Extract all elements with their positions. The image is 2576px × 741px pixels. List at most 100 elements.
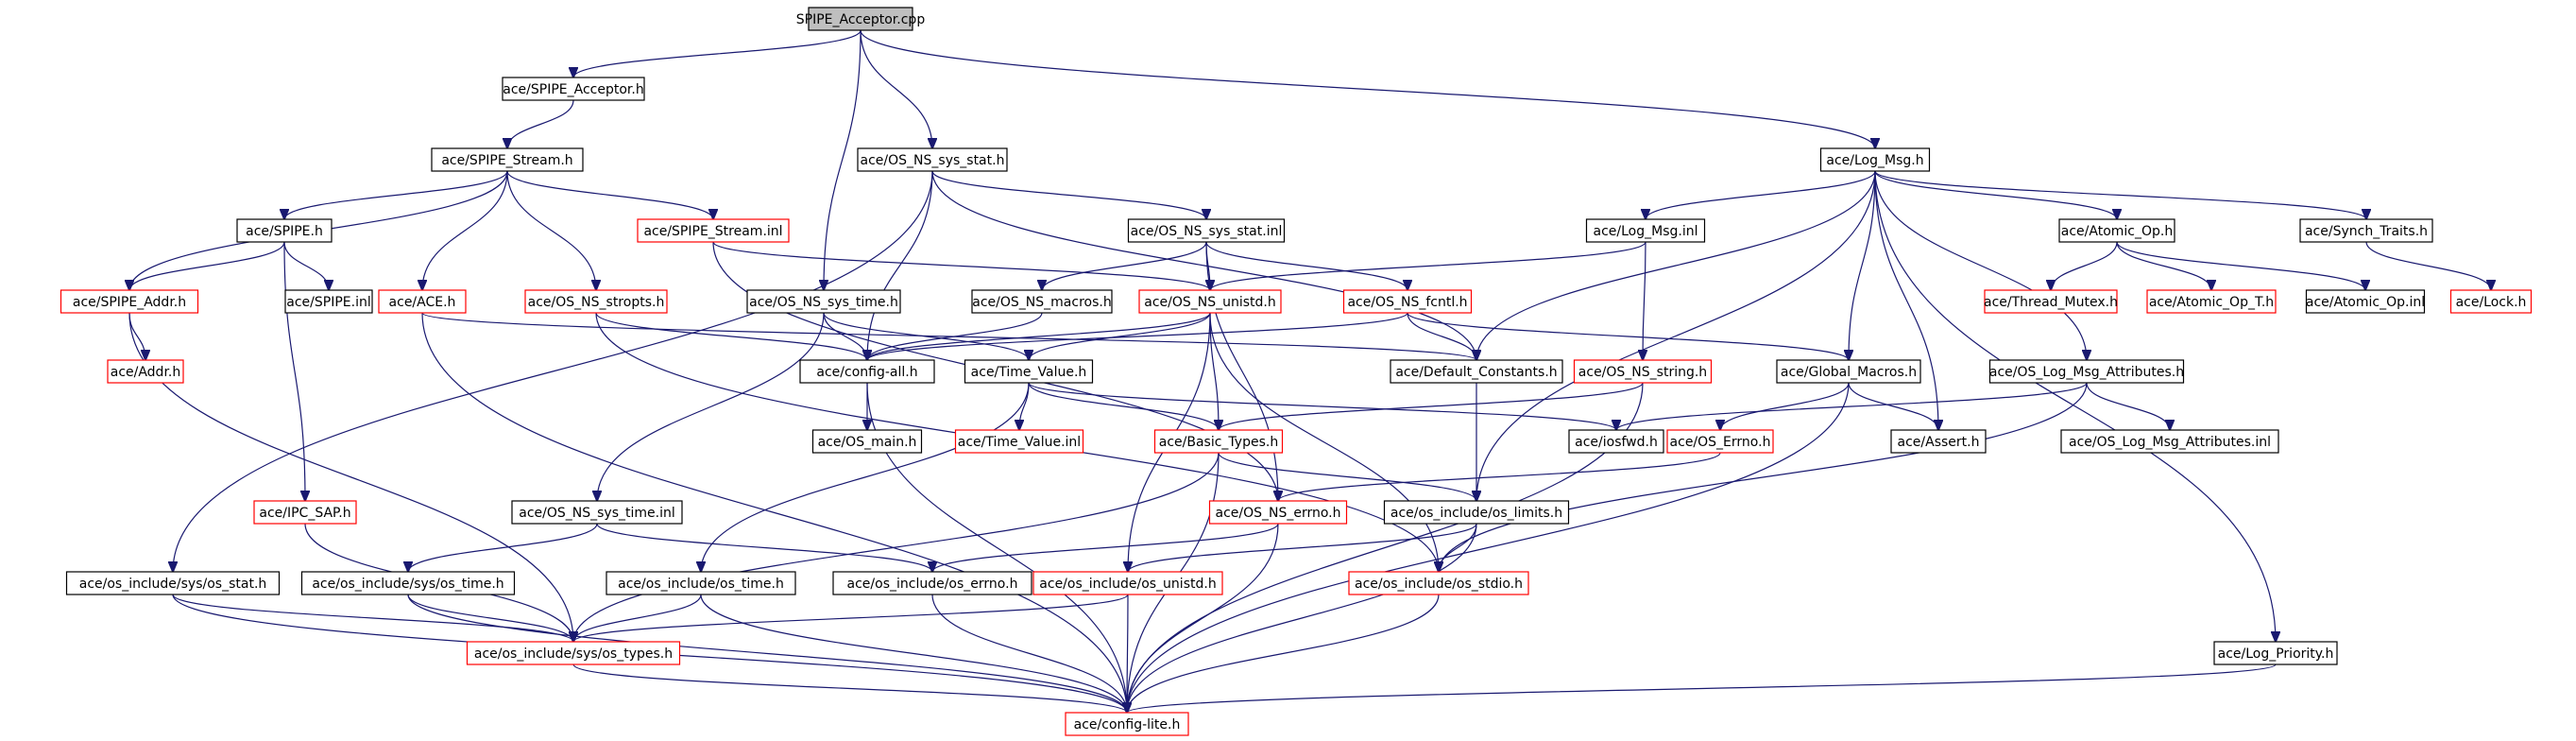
node-synch_traits_h[interactable]: ace/Synch_Traits.h [2299, 218, 2433, 243]
node-os_include_os_unistd_h[interactable]: ace/os_include/os_unistd.h [1032, 571, 1223, 595]
edge-os_log_msg_attributes_h-to-os_log_msg_attributes_inl [2086, 382, 2170, 430]
node-assert_h[interactable]: ace/Assert.h [1890, 429, 1987, 454]
node-global_macros_h[interactable]: ace/Global_Macros.h [1776, 359, 1921, 384]
node-os_main_h[interactable]: ace/OS_main.h [811, 429, 923, 454]
node-box [107, 359, 184, 384]
edge-spipe_stream_h-to-spipe_h [284, 170, 508, 219]
node-os_include_sys_os_types_h[interactable]: ace/os_include/sys/os_types.h [466, 641, 681, 665]
node-atomic_op_inl[interactable]: ace/Atomic_Op.inl [2306, 289, 2425, 314]
node-addr_h[interactable]: ace/Addr.h [107, 359, 184, 384]
node-log_priority_h[interactable]: ace/Log_Priority.h [2213, 641, 2338, 665]
node-root[interactable]: SPIPE_Acceptor.cpp [796, 7, 926, 31]
node-box [1342, 289, 1473, 314]
edge-spipe_acceptor_h-to-spipe_stream_h [507, 99, 574, 148]
node-lock_h[interactable]: ace/Lock.h [2449, 289, 2533, 314]
node-label: ace/Time_Value.inl [958, 435, 1081, 450]
edge-os_include_os_time_h-to-config_lite_h [700, 594, 1127, 713]
node-time_value_inl[interactable]: ace/Time_Value.inl [954, 429, 1084, 454]
node-label: ace/OS_NS_errno.h [1215, 506, 1340, 521]
node-os_errno_h[interactable]: ace/OS_Errno.h [1666, 429, 1774, 454]
node-spipe_h[interactable]: ace/SPIPE.h [236, 218, 333, 243]
node-os_include_os_errno_h[interactable]: ace/os_include/os_errno.h [832, 571, 1032, 595]
node-box [2299, 218, 2433, 243]
node-box [1573, 359, 1713, 384]
node-spipe_inl[interactable]: ace/SPIPE.inl [284, 289, 373, 314]
edge-atomic_op_h-to-thread_mutex_h [2051, 241, 2118, 290]
node-spipe_stream_h[interactable]: ace/SPIPE_Stream.h [431, 147, 584, 172]
edge-os_ns_macros_h-to-config_all_h [867, 312, 1043, 360]
edge-log_msg_inl-to-os_ns_string_h [1643, 241, 1646, 360]
node-os_ns_sys_time_h[interactable]: ace/OS_NS_sys_time.h [746, 289, 901, 314]
node-label: ace/SPIPE_Addr.h [73, 295, 186, 310]
edge-log_msg_h-to-log_priority_h [1874, 170, 2276, 642]
node-box [964, 359, 1094, 384]
node-ipc_sap_h[interactable]: ace/IPC_SAP.h [253, 500, 357, 525]
edge-os_include_os_time_h-to-os_include_sys_os_types_h [573, 594, 702, 642]
node-os_include_os_limits_h[interactable]: ace/os_include/os_limits.h [1383, 500, 1570, 525]
edge-atomic_op_h-to-atomic_op_t_h [2116, 241, 2211, 290]
edge-os_ns_unistd_h-to-time_value_h [1029, 312, 1211, 360]
node-label: ace/SPIPE.h [246, 224, 323, 239]
node-box [971, 289, 1113, 314]
node-label: ace/OS_main.h [818, 435, 917, 450]
node-box [2449, 289, 2533, 314]
node-box [1819, 147, 1931, 172]
node-os_ns_macros_h[interactable]: ace/OS_NS_macros.h [971, 289, 1113, 314]
node-box [2058, 218, 2175, 243]
node-atomic_op_h[interactable]: ace/Atomic_Op.h [2058, 218, 2175, 243]
node-os_ns_fcntl_h[interactable]: ace/OS_NS_fcntl.h [1342, 289, 1473, 314]
node-os_ns_unistd_h[interactable]: ace/OS_NS_unistd.h [1138, 289, 1282, 314]
edge-os_ns_sys_stat_h-to-os_include_sys_os_stat_h [173, 170, 933, 572]
edge-os_ns_sys_stat_h-to-config_all_h [867, 170, 933, 360]
node-label: ace/SPIPE_Stream.inl [643, 224, 782, 239]
node-os_log_msg_attributes_inl[interactable]: ace/OS_Log_Msg_Attributes.inl [2060, 429, 2279, 454]
edge-os_include_sys_os_time_h-to-os_include_sys_os_types_h [407, 594, 573, 642]
node-label: ace/config-lite.h [1074, 717, 1181, 732]
node-time_value_h[interactable]: ace/Time_Value.h [964, 359, 1094, 384]
edge-os_ns_fcntl_h-to-config_all_h [867, 312, 1408, 360]
node-spipe_addr_h[interactable]: ace/SPIPE_Addr.h [60, 289, 199, 314]
edge-global_macros_h-to-os_errno_h [1720, 382, 1850, 430]
node-os_ns_stropts_h[interactable]: ace/OS_NS_stropts.h [524, 289, 668, 314]
node-os_include_os_stdio_h[interactable]: ace/os_include/os_stdio.h [1348, 571, 1529, 595]
node-label: ace/ACE.h [389, 295, 456, 310]
node-box [1153, 429, 1284, 454]
node-spipe_stream_inl[interactable]: ace/SPIPE_Stream.inl [637, 218, 790, 243]
node-atomic_op_t_h[interactable]: ace/Atomic_Op_T.h [2146, 289, 2277, 314]
node-default_constants_h[interactable]: ace/Default_Constants.h [1390, 359, 1563, 384]
node-log_msg_inl[interactable]: ace/Log_Msg.inl [1585, 218, 1706, 243]
node-box [253, 500, 357, 525]
node-os_ns_errno_h[interactable]: ace/OS_NS_errno.h [1208, 500, 1348, 525]
node-log_msg_h[interactable]: ace/Log_Msg.h [1819, 147, 1931, 172]
node-label: ace/Log_Msg.inl [1594, 224, 1698, 239]
edge-log_msg_inl-to-os_ns_unistd_h [1210, 241, 1646, 290]
node-label: ace/Atomic_Op.inl [2306, 295, 2425, 310]
node-label: ace/os_include/os_unistd.h [1039, 577, 1216, 592]
node-ace_h[interactable]: ace/ACE.h [378, 289, 467, 314]
edge-ace_h-to-default_constants_h [421, 312, 1476, 360]
node-os_include_sys_os_time_h[interactable]: ace/os_include/sys/os_time.h [300, 571, 516, 595]
node-os_ns_sys_stat_h[interactable]: ace/OS_NS_sys_stat.h [857, 147, 1008, 172]
node-thread_mutex_h[interactable]: ace/Thread_Mutex.h [1984, 289, 2118, 314]
node-os_ns_string_h[interactable]: ace/OS_NS_string.h [1573, 359, 1713, 384]
node-basic_types_h[interactable]: ace/Basic_Types.h [1153, 429, 1284, 454]
node-config_lite_h[interactable]: ace/config-lite.h [1065, 712, 1189, 736]
node-label: ace/Atomic_Op_T.h [2149, 295, 2274, 310]
node-os_include_os_time_h[interactable]: ace/os_include/os_time.h [606, 571, 796, 595]
node-os_log_msg_attributes_h[interactable]: ace/OS_Log_Msg_Attributes.h [1989, 359, 2184, 384]
edge-spipe_stream_h-to-spipe_stream_inl [506, 170, 713, 219]
node-os_ns_sys_time_inl[interactable]: ace/OS_NS_sys_time.inl [511, 500, 683, 525]
node-box [300, 571, 516, 595]
node-os_ns_sys_stat_inl[interactable]: ace/OS_NS_sys_stat.inl [1127, 218, 1286, 243]
edge-spipe_h-to-spipe_inl [283, 241, 329, 290]
edge-os_include_os_limits_h-to-os_include_os_unistd_h [1128, 523, 1477, 572]
node-iosfwd_h[interactable]: ace/iosfwd.h [1568, 429, 1664, 454]
node-spipe_acceptor_h[interactable]: ace/SPIPE_Acceptor.h [502, 77, 645, 101]
node-label: ace/OS_Log_Msg_Attributes.h [1989, 365, 2184, 380]
node-config_all_h[interactable]: ace/config-all.h [799, 359, 935, 384]
node-os_include_sys_os_stat_h[interactable]: ace/os_include/sys/os_stat.h [65, 571, 281, 595]
node-box [65, 571, 281, 595]
node-label: SPIPE_Acceptor.cpp [796, 12, 926, 27]
node-label: ace/OS_NS_sys_time.h [749, 295, 898, 310]
node-box [1208, 500, 1348, 525]
